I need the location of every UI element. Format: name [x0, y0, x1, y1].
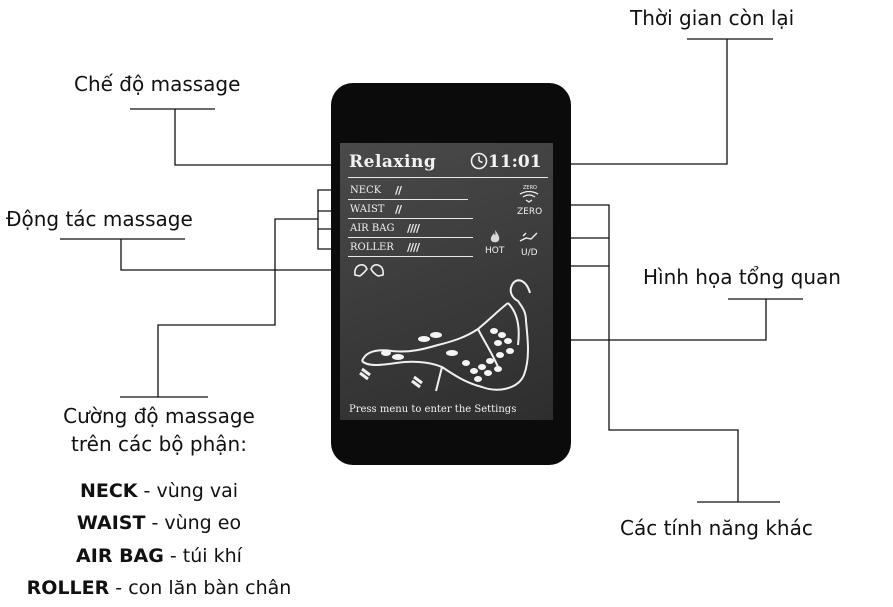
- row-waist-label: WAIST: [350, 204, 385, 215]
- screen-footer: Press menu to enter the Settings: [349, 404, 517, 415]
- legend-waist: WAIST - vùng eo: [0, 512, 318, 534]
- row-airbag-label: AIR BAG: [350, 223, 395, 234]
- callout-overview: Hình họa tổng quan: [643, 265, 841, 289]
- callout-other-features: Các tính năng khác: [620, 516, 813, 540]
- zero-small-label: ZERO: [523, 185, 537, 191]
- callout-mode: Chế độ massage: [74, 72, 241, 96]
- ud-label: U/D: [521, 248, 538, 258]
- clock-icon: [470, 152, 488, 170]
- divider: [348, 199, 468, 200]
- legend-airbag: AIR BAG - túi khí: [0, 545, 318, 567]
- device-screen: Relaxing 11:01 NECK // WAIST // AIR BAG …: [340, 143, 553, 420]
- row-roller-bars: ////: [407, 241, 420, 254]
- row-neck-label: NECK: [350, 185, 382, 196]
- legend-neck: NECK - vùng vai: [0, 480, 318, 502]
- intensity-title-1: Cường độ massage: [63, 404, 255, 428]
- row-roller-label: ROLLER: [350, 242, 394, 253]
- recline-icon: [519, 232, 538, 242]
- screen-mode: Relaxing: [349, 152, 437, 172]
- body-overview-figure: [359, 279, 531, 392]
- legend-desc: - vùng eo: [145, 512, 242, 534]
- hot-label: HOT: [485, 246, 505, 256]
- row-neck-bars: //: [395, 184, 402, 197]
- divider: [348, 218, 473, 219]
- legend-key: ROLLER: [26, 577, 110, 599]
- zero-gravity-icon: [519, 191, 539, 203]
- row-airbag-bars: ////: [407, 222, 420, 235]
- legend-roller: ROLLER - con lăn bàn chân: [0, 577, 318, 599]
- flame-icon: [490, 230, 500, 243]
- legend-desc: - vùng vai: [137, 480, 239, 502]
- legend-key: NECK: [79, 480, 138, 502]
- legend-key: AIR BAG: [76, 545, 164, 567]
- legend-key: WAIST: [76, 512, 146, 534]
- divider: [348, 237, 473, 238]
- zero-label: ZERO: [517, 207, 543, 217]
- divider: [348, 177, 548, 178]
- hand-icon: [354, 264, 384, 277]
- screen-time: 11:01: [488, 152, 542, 172]
- callout-time-remaining: Thời gian còn lại: [630, 6, 795, 30]
- divider: [348, 256, 473, 257]
- legend-desc: - con lăn bàn chân: [109, 577, 292, 599]
- row-waist-bars: //: [395, 203, 402, 216]
- intensity-title-2: trên các bộ phận:: [71, 432, 247, 456]
- legend-desc: - túi khí: [163, 545, 242, 567]
- callout-actions: Động tác massage: [6, 207, 193, 231]
